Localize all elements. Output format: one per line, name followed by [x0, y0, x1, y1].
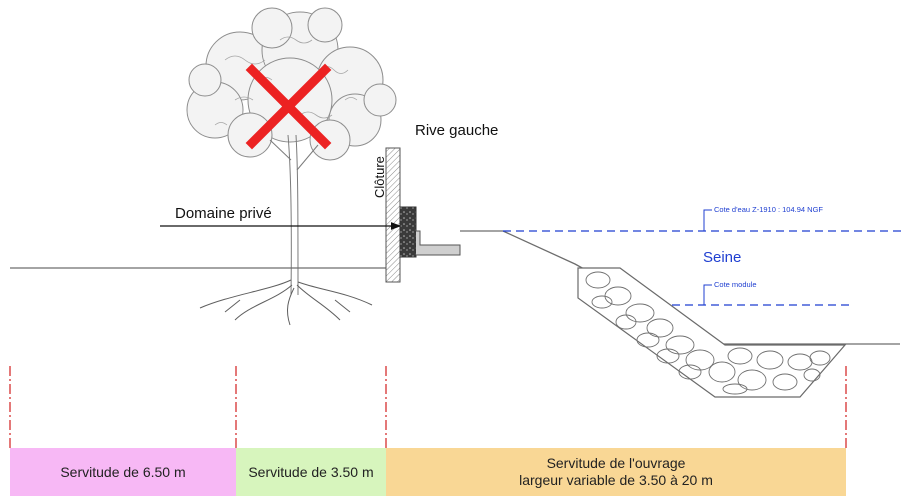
fence-label: Clôture: [372, 156, 387, 198]
cote-module-label: Cote module: [714, 280, 757, 289]
cote-eau-marker: [703, 209, 712, 231]
servitude-band-2-text: Servitude de 3.50 m: [248, 463, 374, 480]
tree-roots: [199, 279, 373, 326]
rive-label: Rive gauche: [415, 122, 498, 139]
tree: [186, 7, 397, 326]
ground-profile: [10, 230, 900, 345]
cross-out-mark: [245, 63, 332, 150]
cote-eau-label: Cote d'eau Z-1910 : 104.94 NGF: [714, 205, 823, 214]
retaining-wall: [399, 206, 461, 258]
fence-wall: [385, 147, 401, 283]
boundary-markers: [9, 366, 847, 448]
servitude-band-3-line2: largeur variable de 3.50 à 20 m: [519, 472, 713, 488]
servitude-band-3-line1: Servitude de l'ouvrage: [546, 455, 686, 471]
water-levels: Cote d'eau Z-1910 : 104.94 NGF Seine Cot…: [503, 205, 904, 306]
servitude-band-1: Servitude de 6.50 m: [10, 448, 236, 496]
tree-canopy: [186, 7, 397, 161]
riprap-stones: [585, 271, 831, 395]
seine-label: Seine: [703, 249, 741, 266]
servitude-band-2: Servitude de 3.50 m: [236, 448, 386, 496]
servitude-band-1-text: Servitude de 6.50 m: [60, 463, 186, 480]
riprap-channel: [577, 267, 847, 398]
tree-trunk: [269, 134, 319, 296]
cote-module-marker: [703, 284, 712, 305]
servitude-band-3: Servitude de l'ouvrage largeur variable …: [386, 448, 846, 496]
domaine-label: Domaine privé: [175, 205, 272, 222]
